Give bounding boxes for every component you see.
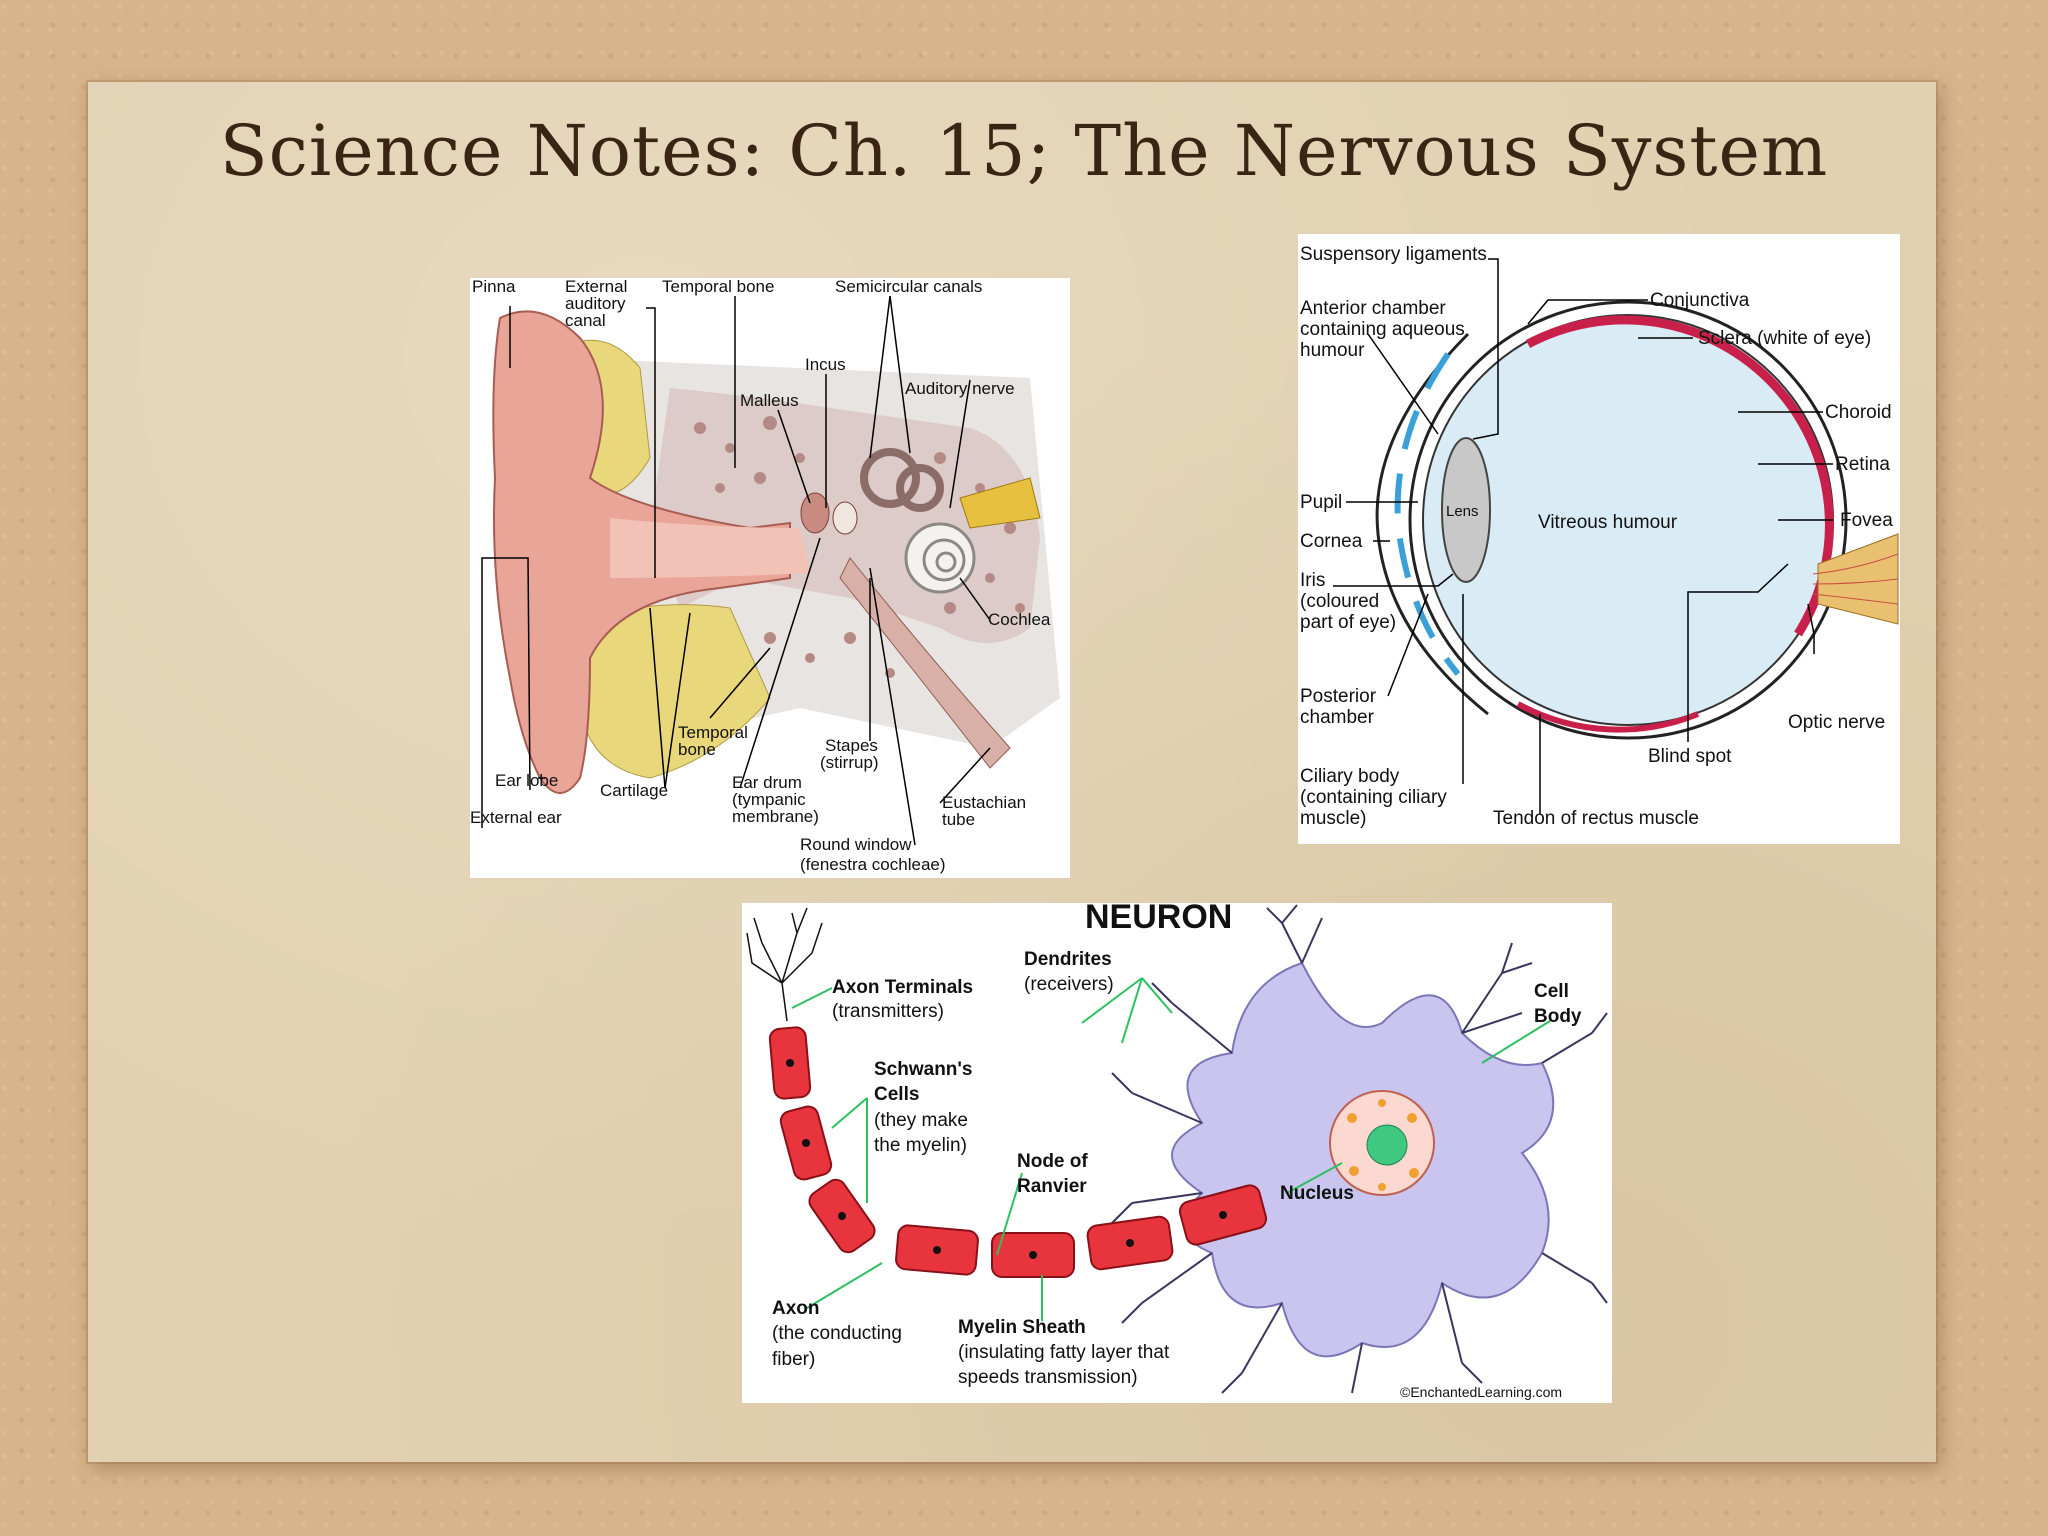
ear-label-stapes-1: Stapes xyxy=(825,736,878,755)
neuron-diagram: NEURON Dendrites (receivers) Axon Termin… xyxy=(742,903,1612,1403)
neuron-label-nucleus: Nucleus xyxy=(1280,1183,1354,1204)
ear-label-canal-3: canal xyxy=(565,311,606,330)
neuron-label-axon-terminals-2: (transmitters) xyxy=(832,1001,944,1022)
eye-label-choroid: Choroid xyxy=(1825,402,1892,423)
eye-label-pupil: Pupil xyxy=(1300,492,1342,513)
eye-label-optic-nerve: Optic nerve xyxy=(1788,712,1885,733)
neuron-label-axon-terminals-1: Axon Terminals xyxy=(832,977,973,998)
ear-label-canal-1: External xyxy=(565,278,627,296)
neuron-label-dendrites-1: Dendrites xyxy=(1024,949,1112,970)
ear-label-temporal-1: Temporal xyxy=(678,723,748,742)
eye-label-ciliary-1: Ciliary body xyxy=(1300,766,1400,787)
neuron-label-cell-body-2: Body xyxy=(1534,1006,1582,1027)
neuron-label-cell-body-1: Cell xyxy=(1534,981,1569,1002)
neuron-label-node-1: Node of xyxy=(1017,1151,1088,1172)
neuron-label-axon-1: Axon xyxy=(772,1298,820,1319)
eye-label-anterior-1: Anterior chamber xyxy=(1300,298,1446,319)
neuron-label-schwann-1: Schwann's xyxy=(874,1059,973,1080)
neuron-label-schwann-4: the myelin) xyxy=(874,1135,967,1156)
eye-label-lens: Lens xyxy=(1446,503,1479,520)
eye-label-anterior-2: containing aqueous xyxy=(1300,319,1465,340)
ear-label-ear-lobe: Ear lobe xyxy=(495,771,558,790)
neuron-label-schwann-2: Cells xyxy=(874,1084,919,1105)
eye-diagram: Suspensory ligaments Anterior chamber co… xyxy=(1298,234,1900,844)
nucleus-shape xyxy=(1329,1090,1435,1196)
neuron-label-myelin-1: Myelin Sheath xyxy=(958,1317,1086,1338)
eye-label-posterior-2: chamber xyxy=(1300,707,1375,728)
ear-label-ear-drum-1: Ear drum xyxy=(732,773,802,792)
eye-label-conjunctiva: Conjunctiva xyxy=(1650,290,1750,311)
neuron-label-node-2: Ranvier xyxy=(1017,1176,1087,1197)
eye-diagram-svg: Suspensory ligaments Anterior chamber co… xyxy=(1300,244,1899,829)
neuron-label-axon-2: (the conducting xyxy=(772,1323,902,1344)
neuron-label-schwann-3: (they make xyxy=(874,1110,968,1131)
eye-label-blind-spot: Blind spot xyxy=(1648,746,1732,767)
eye-label-tendon: Tendon of rectus muscle xyxy=(1493,808,1699,829)
ear-diagram-svg: Pinna External auditory canal Temporal b… xyxy=(470,278,1060,874)
ear-label-temporal-bone-top: Temporal bone xyxy=(662,278,774,296)
eye-label-iris-3: part of eye) xyxy=(1300,612,1396,633)
neuron-diagram-svg: NEURON Dendrites (receivers) Axon Termin… xyxy=(746,903,1608,1400)
eye-label-ciliary-3: muscle) xyxy=(1300,808,1367,829)
cornea-shape xyxy=(1375,332,1489,716)
ear-label-eustachian-1: Eustachian xyxy=(942,793,1026,812)
ear-label-canal-2: auditory xyxy=(565,294,626,313)
ear-label-stapes-2: (stirrup) xyxy=(820,753,879,772)
neuron-label-title: NEURON xyxy=(1085,903,1232,936)
slide-title: Science Notes: Ch. 15; The Nervous Syste… xyxy=(219,110,1829,192)
neuron-label-myelin-3: speeds transmission) xyxy=(958,1367,1138,1388)
ear-label-auditory-nerve: Auditory nerve xyxy=(905,379,1015,398)
ear-label-external-ear: External ear xyxy=(470,808,562,827)
ear-label-ear-drum-2: (tympanic xyxy=(732,790,806,809)
eye-label-posterior-1: Posterior xyxy=(1300,686,1377,707)
ear-label-malleus: Malleus xyxy=(740,391,799,410)
lens-shape xyxy=(1441,437,1491,583)
eye-label-iris-2: (coloured xyxy=(1300,591,1379,612)
ear-diagram: Pinna External auditory canal Temporal b… xyxy=(470,278,1070,878)
eye-label-cornea: Cornea xyxy=(1300,531,1363,552)
eye-label-ciliary-2: (containing ciliary xyxy=(1300,787,1447,808)
ear-label-pinna: Pinna xyxy=(472,278,516,296)
eye-label-suspensory: Suspensory ligaments xyxy=(1300,244,1487,265)
eye-label-iris-1: Iris xyxy=(1300,570,1325,591)
eye-label-retina: Retina xyxy=(1835,454,1890,475)
ear-label-cochlea: Cochlea xyxy=(988,610,1051,629)
cochlea-shape xyxy=(904,522,976,594)
eye-label-sclera: Sclera (white of eye) xyxy=(1698,328,1871,349)
neuron-label-axon-3: fiber) xyxy=(772,1349,815,1370)
ear-label-semicircular: Semicircular canals xyxy=(835,278,982,296)
neuron-label-myelin-2: (insulating fatty layer that xyxy=(958,1342,1170,1363)
ear-label-round-window-1: Round window xyxy=(800,835,912,854)
eye-label-fovea: Fovea xyxy=(1840,510,1893,531)
ear-label-round-window-2: (fenestra cochleae) xyxy=(800,855,946,874)
neuron-label-dendrites-2: (receivers) xyxy=(1024,974,1114,995)
ear-label-eustachian-2: tube xyxy=(942,810,975,829)
neuron-label-credit: ©EnchantedLearning.com xyxy=(1400,1384,1562,1400)
ear-label-ear-drum-3: membrane) xyxy=(732,807,819,826)
ear-label-cartilage: Cartilage xyxy=(600,781,668,800)
eye-label-vitreous: Vitreous humour xyxy=(1538,512,1678,533)
ear-label-incus: Incus xyxy=(805,355,846,374)
eye-label-anterior-3: humour xyxy=(1300,340,1365,361)
ear-label-temporal-2: bone xyxy=(678,740,716,759)
